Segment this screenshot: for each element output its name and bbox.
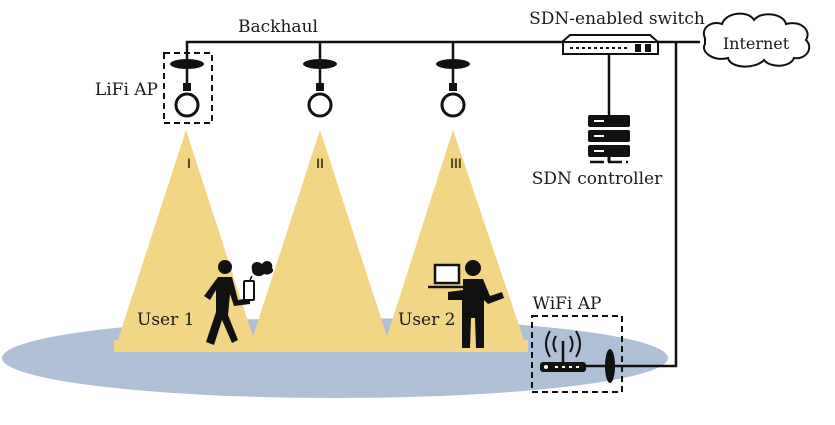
standing-user-icon: [448, 260, 504, 348]
wifi-uplink-line: [552, 42, 678, 368]
wifi-ap-label: WiFi AP: [533, 294, 602, 314]
walking-user-icon: [204, 260, 250, 345]
lamp-icon: [303, 59, 337, 118]
user2-label: User 2: [398, 310, 455, 330]
router-icon: [540, 330, 615, 383]
light-base: [114, 340, 528, 352]
cell-label-2: II: [316, 155, 324, 171]
cloud-icon: [702, 12, 811, 68]
sdn-controller-label: SDN controller: [532, 169, 663, 189]
backhaul-line: [185, 40, 565, 62]
user1-label: User 1: [137, 310, 194, 330]
internet-label: Internet: [723, 34, 790, 53]
lifi-ap-label: LiFi AP: [95, 80, 158, 100]
lamp-icon: [170, 59, 204, 118]
switch-icon: [559, 34, 661, 55]
lamp-icon: [436, 59, 470, 118]
server-icon: [588, 115, 630, 164]
wifi-ap-box: [531, 315, 623, 393]
lifi-ap-box: [163, 52, 213, 124]
cell-label-1: I: [187, 155, 191, 171]
cell-label-3: III: [450, 155, 462, 171]
laptop-icon: [428, 263, 466, 289]
sdn-switch-label: SDN-enabled switch: [529, 9, 705, 29]
smartphone-icon: [243, 261, 274, 301]
light-cone-2: [248, 130, 392, 352]
backhaul-label: Backhaul: [238, 17, 318, 37]
